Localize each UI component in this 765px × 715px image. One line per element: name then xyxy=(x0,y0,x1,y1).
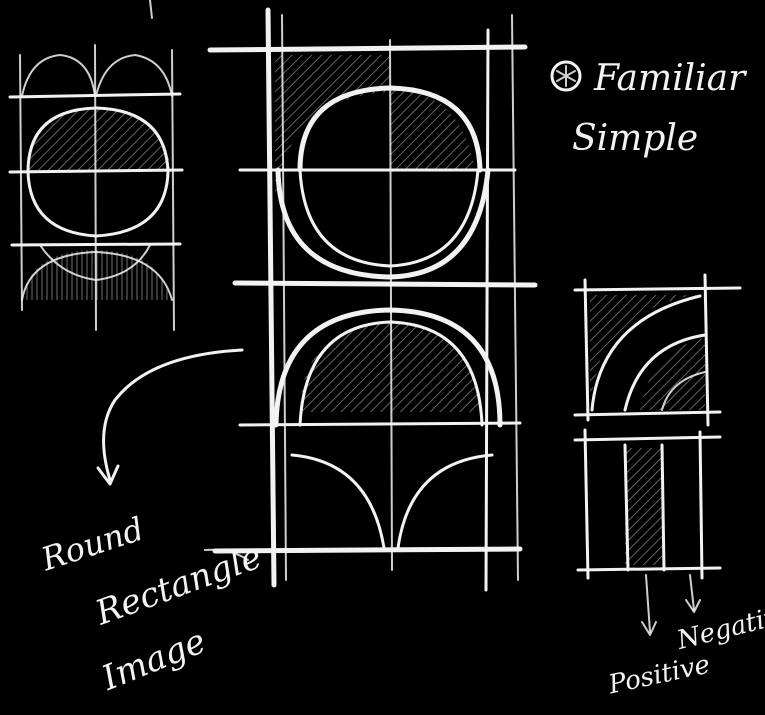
main-sketch xyxy=(210,10,535,590)
left-sketch xyxy=(10,45,182,330)
right-sketch-top xyxy=(575,275,740,425)
top-stroke-fragment xyxy=(150,0,152,18)
star-note-icon xyxy=(552,62,580,90)
note-simple: Simple xyxy=(572,118,698,159)
right-sketch-bottom xyxy=(575,430,720,635)
note-familiar: Familiar xyxy=(594,58,745,99)
